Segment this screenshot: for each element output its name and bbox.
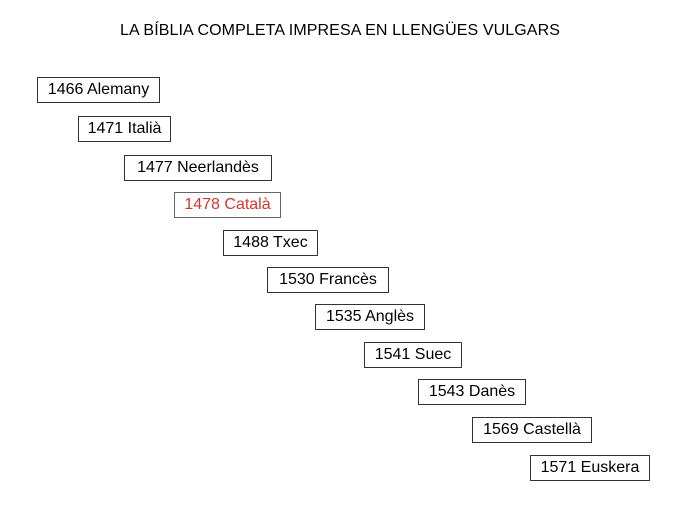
timeline-box-euskera: 1571 Euskera bbox=[530, 455, 650, 481]
timeline-box-angles: 1535 Anglès bbox=[315, 304, 425, 330]
timeline-box-txec: 1488 Txec bbox=[223, 230, 318, 256]
timeline-box-catala: 1478 Català bbox=[174, 192, 281, 218]
timeline-box-neerlandes: 1477 Neerlandès bbox=[124, 155, 272, 181]
timeline-box-suec: 1541 Suec bbox=[364, 342, 462, 368]
timeline-box-frances: 1530 Francès bbox=[267, 267, 389, 293]
diagram-title: LA BÍBLIA COMPLETA IMPRESA EN LLENGÜES V… bbox=[119, 22, 561, 39]
timeline-box-castella: 1569 Castellà bbox=[472, 417, 592, 443]
timeline-box-danes: 1543 Danès bbox=[418, 379, 526, 405]
timeline-box-italia: 1471 Italià bbox=[78, 116, 171, 142]
timeline-box-alemany: 1466 Alemany bbox=[37, 77, 160, 103]
